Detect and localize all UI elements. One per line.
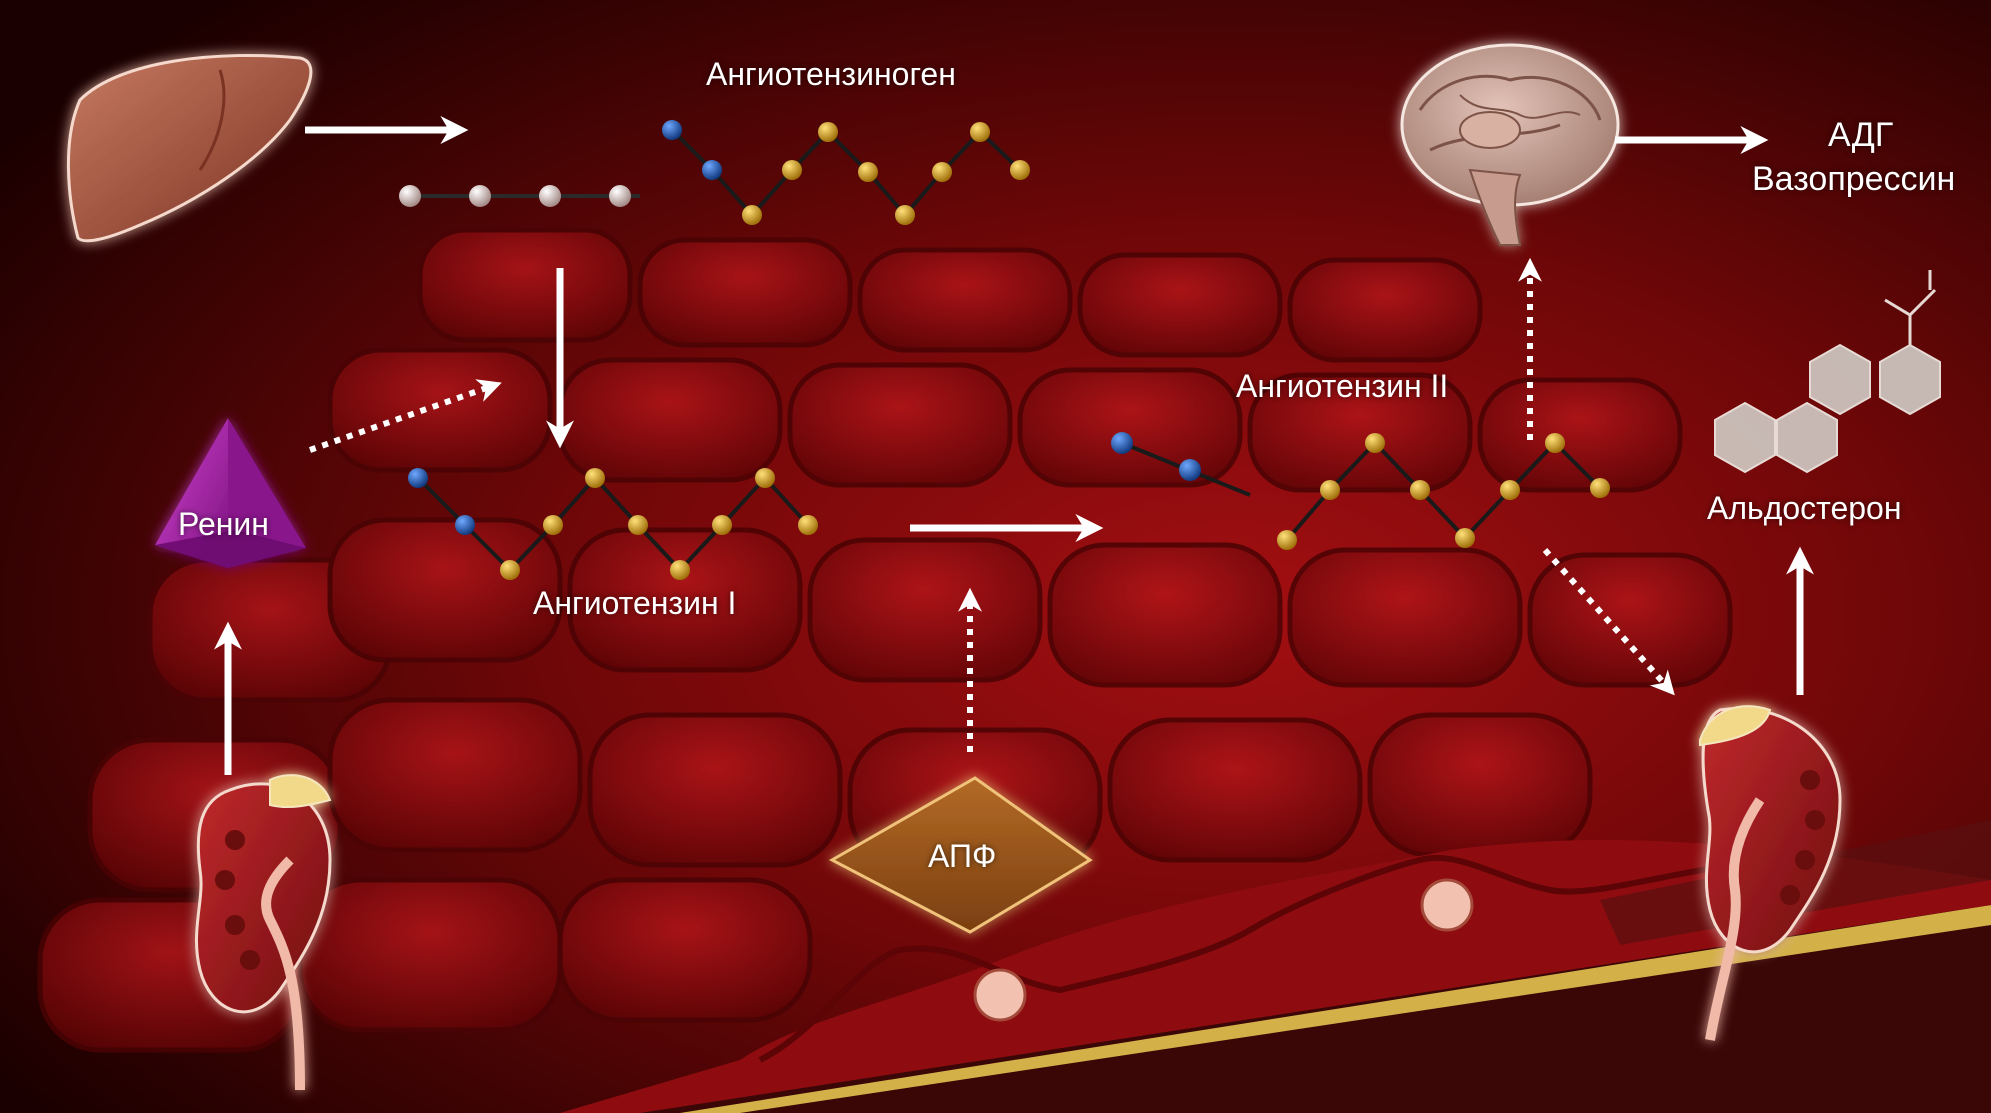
kidney-icon (194, 774, 332, 1091)
ace-diamond-icon (828, 776, 1093, 934)
vasopressin-label: Вазопрессин (1752, 160, 1956, 198)
flow-arrows-dotted (309, 257, 1675, 752)
aldosterone-label: Альдостерон (1707, 490, 1902, 526)
angiotensinogen-label: Ангиотензиноген (706, 56, 956, 92)
renin-pyramid-icon (155, 418, 306, 568)
kidney-icon (1699, 705, 1842, 1041)
liver-icon (67, 53, 313, 243)
ace-label: АПФ (928, 838, 997, 874)
angiotensinogen-molecule (399, 120, 1030, 225)
brain-icon (1400, 43, 1620, 246)
nucleus (1420, 878, 1474, 932)
adh-label: АДГ (1828, 116, 1894, 154)
nucleus (973, 968, 1027, 1022)
blood-vessel-wall (560, 820, 1991, 1113)
flow-arrows-solid (214, 116, 1814, 775)
angiotensin-1-label: Ангиотензин I (533, 585, 737, 621)
angiotensin-1-molecule (408, 468, 818, 580)
steroid-molecule-icon (1714, 270, 1941, 474)
renin-label: Ренин (178, 506, 269, 542)
angiotensin-2-molecule (1111, 432, 1610, 550)
angiotensin-2-to-adrenal-arrow (1542, 548, 1675, 696)
angiotensin-2-label: Ангиотензин II (1236, 368, 1449, 404)
